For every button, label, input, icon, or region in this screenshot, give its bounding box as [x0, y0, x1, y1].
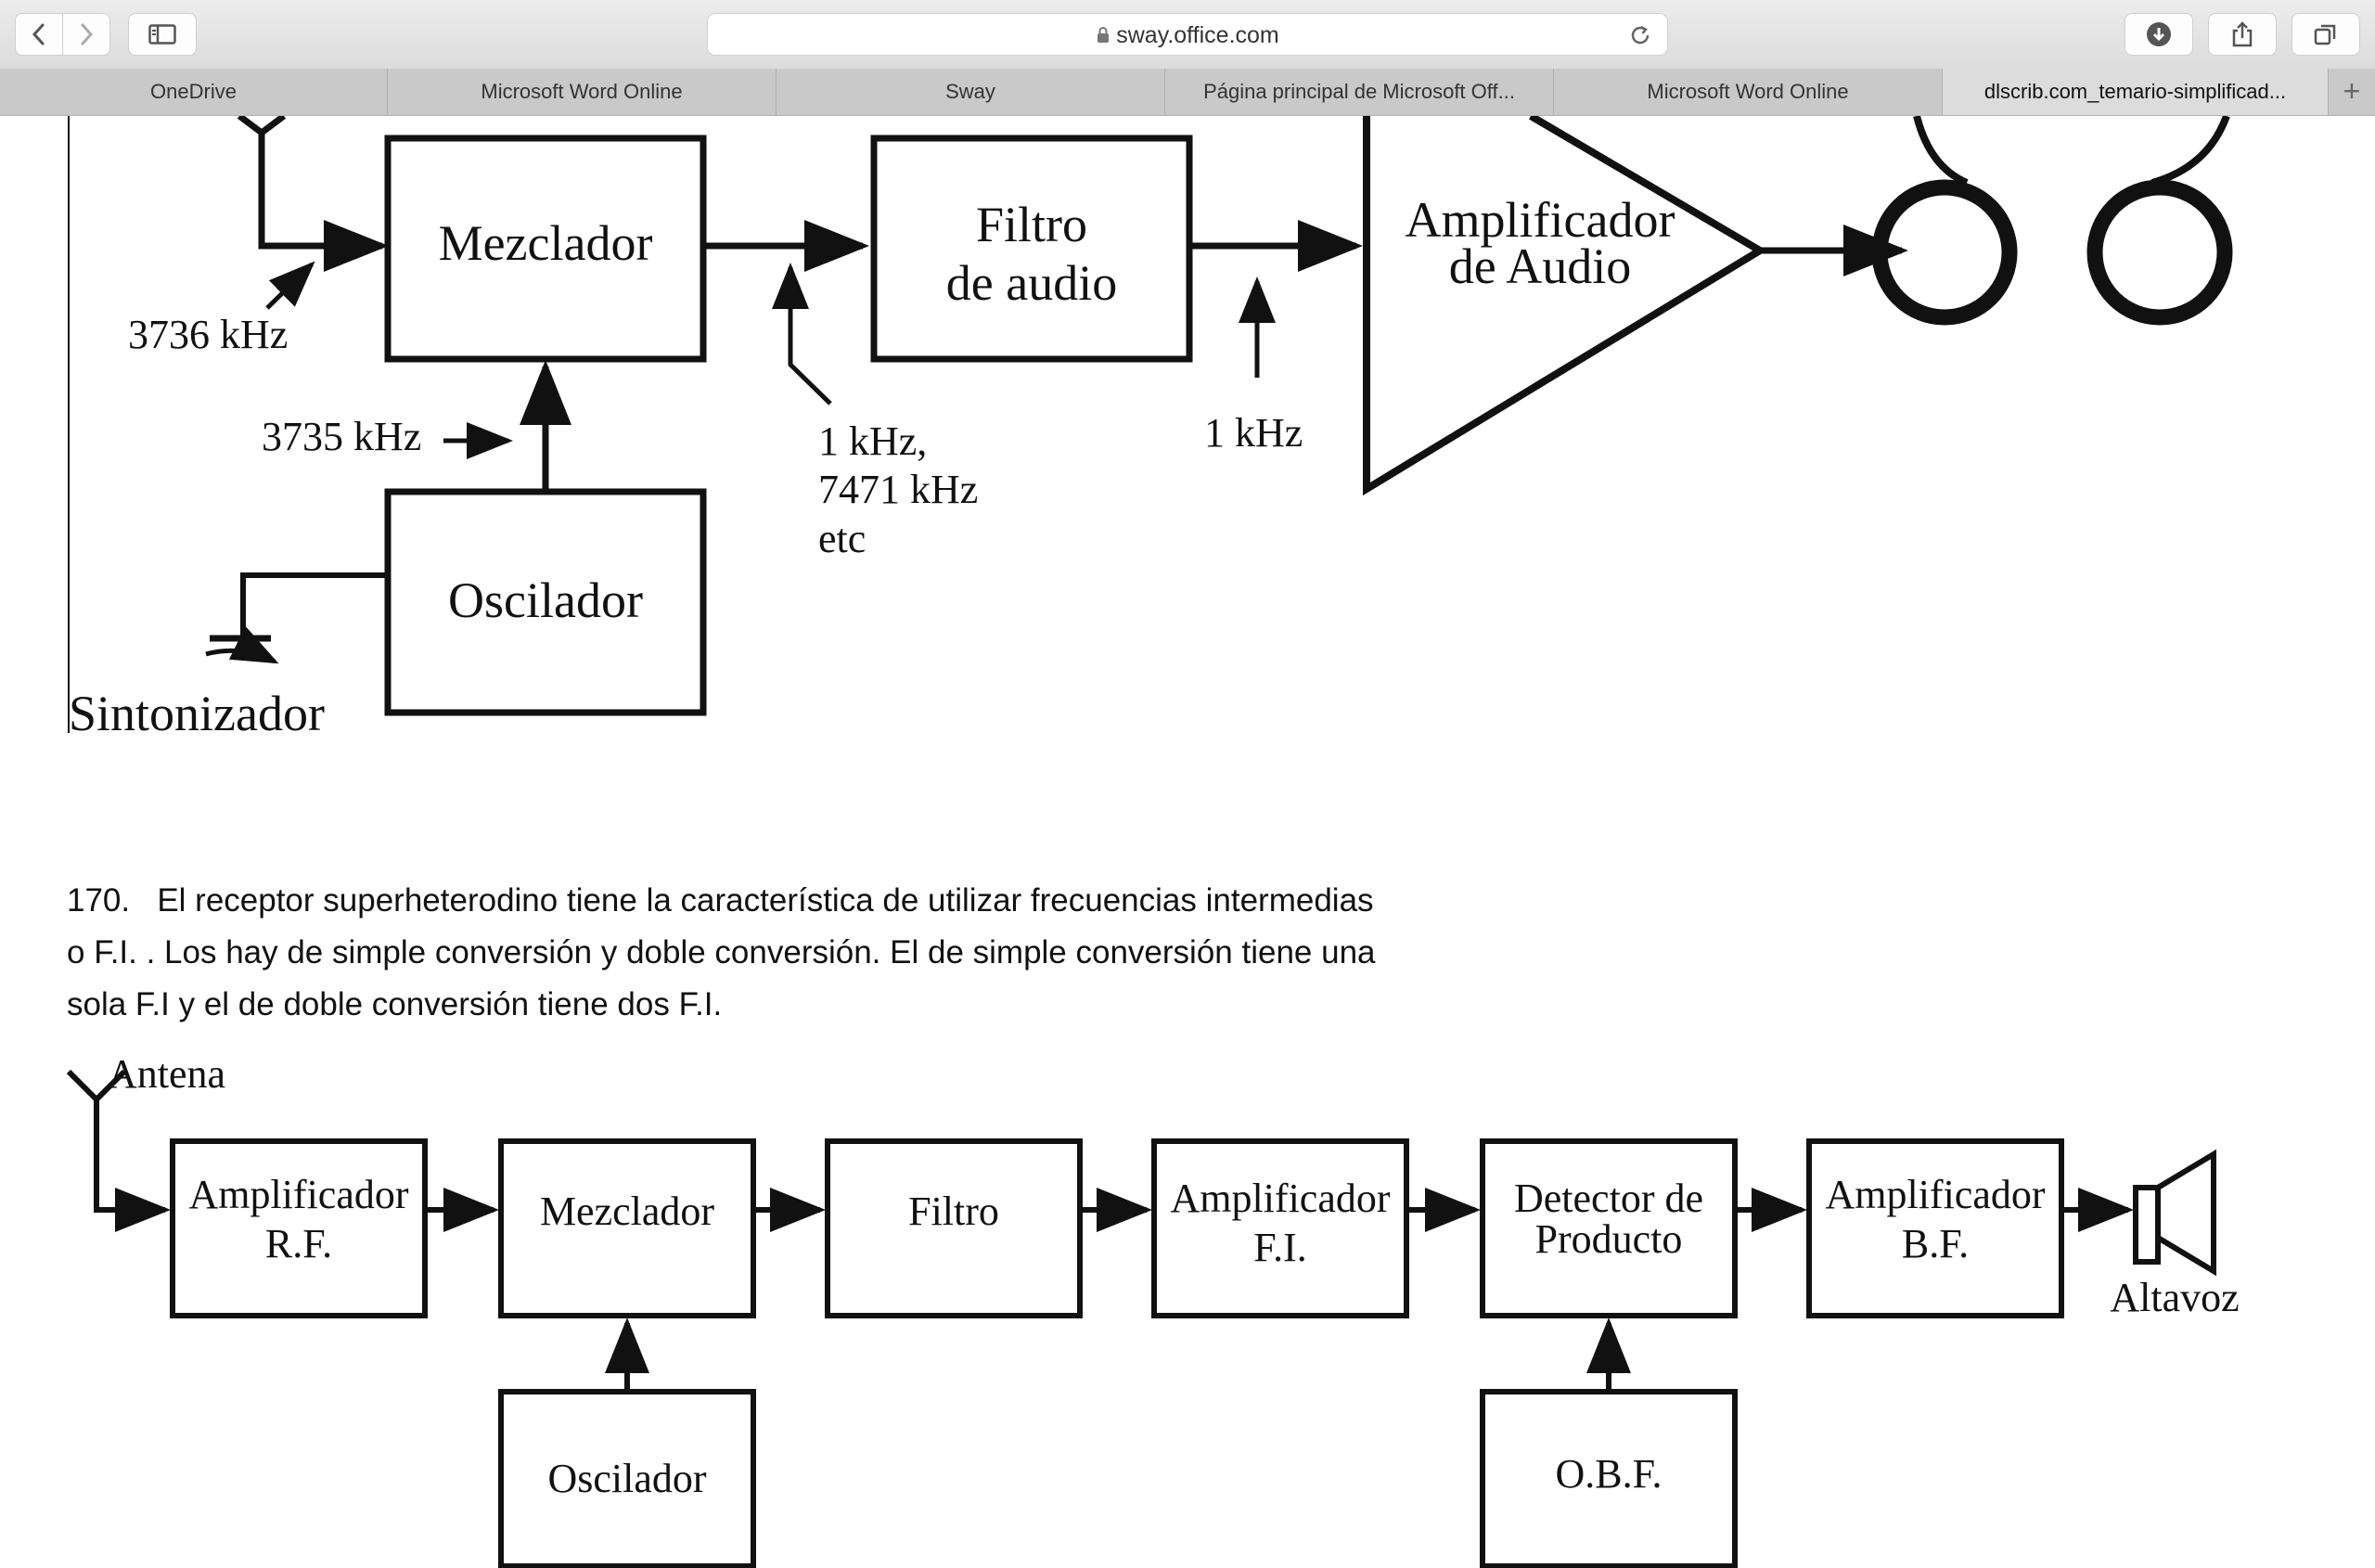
freq-in-label: 3736 kHz	[128, 312, 288, 357]
freq-mix-label-2: 7471 kHz	[818, 467, 978, 512]
back-button[interactable]	[15, 13, 63, 56]
diagram-superheterodyne: Antena Amplificador R.F. Mezclador Filtr…	[66, 1051, 2240, 1568]
share-button[interactable]	[2208, 13, 2277, 56]
downloads-button[interactable]	[2125, 13, 2193, 56]
tuner-wire	[240, 572, 388, 638]
paragraph-170: 170. El receptor superheterodino tiene l…	[67, 875, 1384, 1031]
tab-sway[interactable]: Sway	[777, 69, 1165, 115]
filter-label-line1: Filtro	[976, 197, 1087, 252]
freq-audio-label: 1 kHz	[1204, 410, 1303, 456]
antenna-stub	[237, 116, 382, 246]
mixer-label-2: Mezclador	[540, 1189, 714, 1234]
antenna-label: Antena	[108, 1051, 225, 1097]
paragraph-text: El receptor superheterodino tiene la car…	[67, 882, 1376, 1022]
if-amp-box	[1151, 1138, 1409, 1318]
tab-dlscrib[interactable]: dlscrib.com_temario-simplificad...	[1943, 69, 2329, 115]
detector-label-2: Producto	[1535, 1216, 1683, 1262]
new-tab-button[interactable]: +	[2343, 74, 2361, 108]
amp-label-line2: de Audio	[1449, 238, 1632, 294]
paragraph-number: 170.	[67, 882, 131, 919]
tab-word-online-2[interactable]: Microsoft Word Online	[1554, 69, 1943, 115]
speaker-label: Altavoz	[2110, 1275, 2239, 1320]
share-icon	[2232, 21, 2253, 47]
browser-toolbar: sway.office.com	[0, 0, 2375, 70]
tuner-variable-arrow	[205, 625, 279, 664]
pointer-3736	[265, 261, 315, 310]
if-amp-label-1: Amplificador	[1170, 1176, 1390, 1221]
headphones-icon	[1871, 116, 2233, 326]
oscillator-box	[384, 488, 707, 716]
obf-label: O.B.F.	[1555, 1451, 1662, 1497]
freq-osc-label: 3735 kHz	[262, 414, 421, 459]
amp-label-line1: Amplificador	[1406, 192, 1675, 248]
tab-onedrive[interactable]: OneDrive	[0, 69, 388, 115]
freq-mix-label-3: etc	[818, 516, 866, 561]
oscillator-label-2: Oscilador	[547, 1456, 706, 1501]
lf-amp-box	[1806, 1138, 2064, 1318]
detector-box	[1480, 1138, 1738, 1318]
lf-amp-label-2: B.F.	[1902, 1221, 1969, 1266]
mixer-label: Mezclador	[439, 215, 653, 271]
tabs-overview-button[interactable]	[2292, 13, 2360, 56]
tabs-icon	[2314, 24, 2336, 45]
sidebar-icon	[148, 24, 176, 45]
detector-label-1: Detector de	[1514, 1176, 1703, 1221]
address-url: sway.office.com	[708, 14, 1667, 57]
rf-amp-label-2: R.F.	[265, 1221, 332, 1266]
if-amp-label-2: F.I.	[1253, 1225, 1307, 1270]
forward-button[interactable]	[62, 13, 110, 56]
freq-mix-label-1: 1 kHz,	[818, 418, 927, 464]
pointer-mixer-output	[772, 263, 832, 405]
tuner-label: Sintonizador	[69, 686, 325, 741]
tab-word-online[interactable]: Microsoft Word Online	[388, 69, 777, 115]
rf-amp-box	[170, 1138, 428, 1318]
chevron-right-icon	[81, 23, 94, 45]
page-content: Mezclador Filtro de audio Amplificador d…	[0, 116, 2375, 1568]
chevron-left-icon	[32, 23, 45, 45]
oscillator-label: Oscilador	[448, 572, 643, 628]
filter-box	[825, 1138, 1083, 1318]
filter-label-line2: de audio	[946, 255, 1117, 311]
audio-amp-triangle	[1363, 116, 1767, 496]
sidebar-button[interactable]	[128, 13, 197, 56]
url-text: sway.office.com	[1116, 22, 1279, 48]
lock-icon	[1098, 27, 1110, 43]
lf-amp-label-1: Amplificador	[1825, 1172, 2045, 1217]
speaker-icon	[2133, 1149, 2216, 1277]
rf-amp-label-1: Amplificador	[188, 1172, 408, 1217]
tab-office-home[interactable]: Página principal de Microsoft Off...	[1165, 69, 1554, 115]
antenna-icon	[66, 1069, 165, 1210]
reload-icon[interactable]	[1628, 23, 1652, 47]
address-bar[interactable]: sway.office.com	[707, 13, 1668, 56]
diagram-direct-conversion: Mezclador Filtro de audio Amplificador d…	[68, 116, 2233, 741]
mixer-box-2	[498, 1138, 756, 1318]
tab-bar: OneDrive Microsoft Word Online Sway Pági…	[0, 69, 2375, 116]
download-icon	[2147, 22, 2171, 46]
filter-label: Filtro	[908, 1189, 999, 1234]
